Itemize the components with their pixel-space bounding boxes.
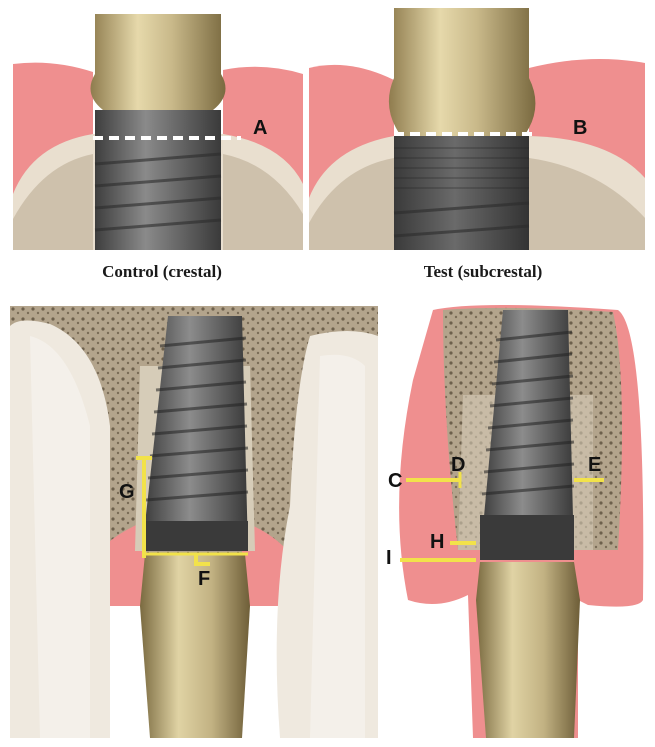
- test-cross-section-panel: [388, 300, 650, 738]
- marker-a: A: [253, 118, 267, 138]
- marker-c: C: [388, 471, 402, 491]
- test-subcrestal-illustration: [309, 8, 645, 250]
- test-subcrestal-panel: [309, 8, 645, 250]
- control-cross-section-panel: [10, 306, 378, 738]
- test-cross-section-illustration: [388, 300, 650, 738]
- marker-f: F: [198, 569, 210, 589]
- marker-b: B: [573, 118, 587, 138]
- caption-control-crestal: Control (crestal): [32, 262, 292, 282]
- marker-h: H: [430, 532, 444, 552]
- marker-i: I: [386, 548, 392, 568]
- control-cross-section-illustration: [10, 306, 378, 738]
- marker-g: G: [119, 482, 135, 502]
- caption-test-subcrestal: Test (subcrestal): [353, 262, 613, 282]
- marker-d: D: [451, 455, 465, 475]
- marker-e: E: [588, 455, 601, 475]
